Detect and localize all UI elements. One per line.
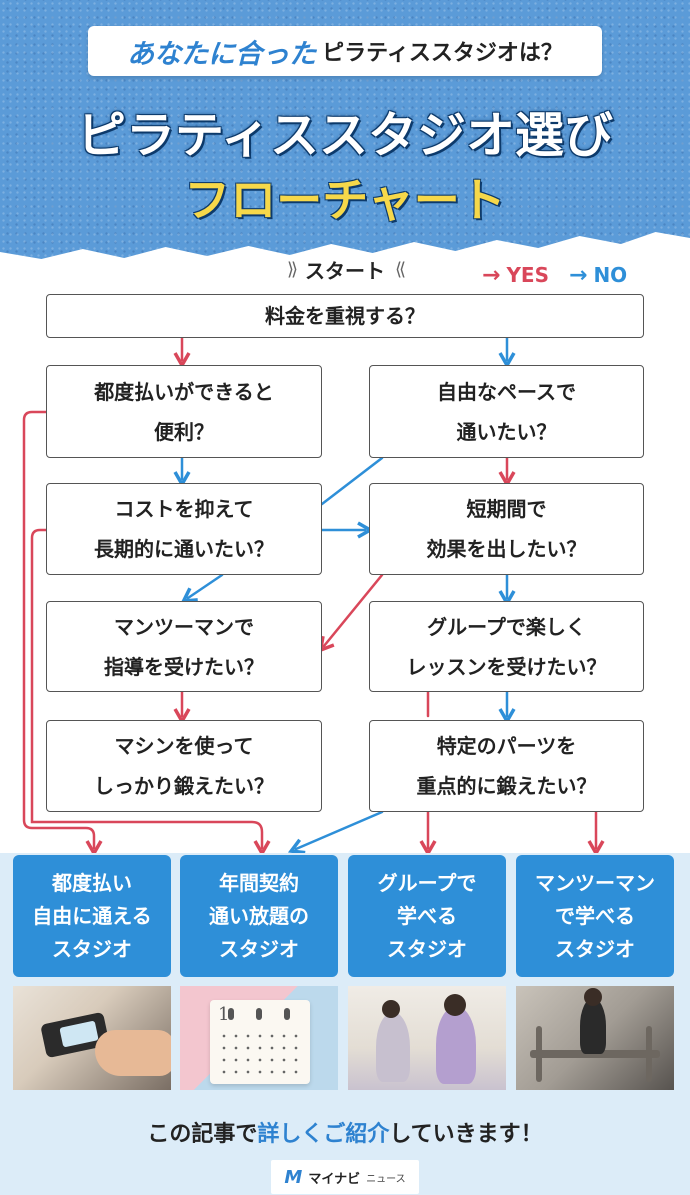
result-text: マンツーマン xyxy=(535,870,655,895)
question-text: マシンを使って xyxy=(114,734,254,758)
result-text: で学べる xyxy=(555,903,635,928)
result-text: スタジオ xyxy=(555,936,635,961)
question-text: しっかり鍛えたい？ xyxy=(94,774,274,798)
result-text: 自由に通える xyxy=(32,903,152,928)
question-text: 通いたい？ xyxy=(456,419,557,444)
question-text: コストを抑えて xyxy=(114,497,254,521)
hand-shape xyxy=(95,1030,171,1076)
result-one-on-one: マンツーマン で学べる スタジオ xyxy=(516,855,674,977)
result-text: 都度払い xyxy=(52,870,132,895)
head-shape xyxy=(382,1000,400,1018)
logo-sub: ニュース xyxy=(366,1173,406,1185)
question-target-parts: 特定のパーツを 重点的に鍛えたい？ xyxy=(369,720,644,812)
no-arrow-icon: → xyxy=(569,262,588,288)
machine-shape xyxy=(536,1026,542,1082)
spark-right-icon: ⟨⟨ xyxy=(395,258,406,280)
person-shape xyxy=(376,1012,410,1082)
question-text: 都度払いができると xyxy=(94,379,274,404)
head-shape xyxy=(444,994,466,1016)
logo: M マイナビ ニュース xyxy=(271,1160,419,1194)
question-group: グループで楽しく レッスンを受けたい？ xyxy=(369,601,644,692)
result-text: 年間契約 xyxy=(219,870,299,895)
question-text: 長期的に通いたい？ xyxy=(94,537,274,561)
footer-message: この記事で詳しくご紹介していきます！ xyxy=(0,1116,690,1148)
machine-shape xyxy=(646,1026,652,1082)
photo-reformer xyxy=(516,986,674,1090)
start-marker: ⟩⟩ スタート ⟨⟨ xyxy=(255,254,435,284)
question-own-pace: 自由なペースで 通いたい？ xyxy=(369,365,644,458)
question-text: 指導を受けたい？ xyxy=(104,654,264,679)
question-text: レッスンを受けたい？ xyxy=(406,654,607,679)
start-label: スタート xyxy=(305,258,385,283)
question-short-term: 短期間で 効果を出したい？ xyxy=(369,483,644,575)
footer-text: この記事で xyxy=(147,1122,258,1147)
page-subtitle: フローチャート xyxy=(184,173,506,227)
ring-shape xyxy=(256,1008,262,1020)
question-text: 重点的に鍛えたい？ xyxy=(416,774,597,798)
subtitle-text: ピラティススタジオは？ xyxy=(322,41,563,66)
question-text: 特定のパーツを xyxy=(436,734,577,758)
result-annual-contract: 年間契約 通い放題の スタジオ xyxy=(180,855,338,977)
legend-yes-label: YES xyxy=(506,263,549,287)
calendar-grid xyxy=(218,1030,302,1078)
question-one-on-one: マンツーマンで 指導を受けたい？ xyxy=(46,601,322,692)
question-machine: マシンを使って しっかり鍛えたい？ xyxy=(46,720,322,812)
question-pay-per-visit: 都度払いができると 便利？ xyxy=(46,365,322,458)
footer-text: していきます！ xyxy=(389,1122,543,1147)
question-text: 料金を重視する？ xyxy=(265,304,425,328)
yes-arrow-icon: → xyxy=(482,262,501,288)
machine-shape xyxy=(530,1050,660,1058)
subtitle-pill: あなたに合った ピラティススタジオは？ xyxy=(88,26,602,76)
result-text: 通い放題の xyxy=(209,903,309,928)
ring-shape xyxy=(284,1008,290,1020)
question-text: マンツーマンで xyxy=(114,614,254,639)
logo-mark-icon: M xyxy=(284,1166,303,1188)
question-long-term: コストを抑えて 長期的に通いたい？ xyxy=(46,483,322,575)
question-text: 短期間で xyxy=(466,497,547,521)
result-group: グループで 学べる スタジオ xyxy=(348,855,506,977)
result-text: スタジオ xyxy=(52,936,132,961)
head-shape xyxy=(584,988,602,1006)
calendar-icon: 1 xyxy=(210,1000,310,1084)
page-title: ピラティススタジオ選び xyxy=(76,107,614,164)
photo-group-class xyxy=(348,986,506,1090)
question-text: 効果を出したい？ xyxy=(426,537,587,561)
calendar-number: 1 xyxy=(218,1004,230,1025)
subtitle-highlight: あなたに合った xyxy=(127,38,317,70)
question-text: 便利？ xyxy=(154,419,214,444)
legend: → YES → NO xyxy=(482,262,627,288)
result-text: スタジオ xyxy=(219,936,299,961)
no-connector xyxy=(188,573,224,598)
question-text: グループで楽しく xyxy=(427,614,586,639)
result-text: グループで xyxy=(377,870,477,895)
no-connector xyxy=(296,810,384,849)
result-text: スタジオ xyxy=(387,936,467,961)
person-shape xyxy=(436,1006,476,1084)
result-text: 学べる xyxy=(397,903,457,928)
photo-card-payment xyxy=(13,986,171,1090)
ring-shape xyxy=(228,1008,234,1020)
logo-name: マイナビ xyxy=(308,1171,361,1187)
photo-calendar: 1 xyxy=(180,986,338,1090)
footer-highlight: 詳しくご紹介 xyxy=(257,1122,390,1147)
spark-left-icon: ⟩⟩ xyxy=(286,258,298,280)
question-price: 料金を重視する？ xyxy=(46,294,644,338)
result-pay-per-visit: 都度払い 自由に通える スタジオ xyxy=(13,855,171,977)
legend-no-label: NO xyxy=(593,263,628,287)
person-shape xyxy=(580,998,606,1054)
question-text: 自由なペースで xyxy=(437,379,576,404)
